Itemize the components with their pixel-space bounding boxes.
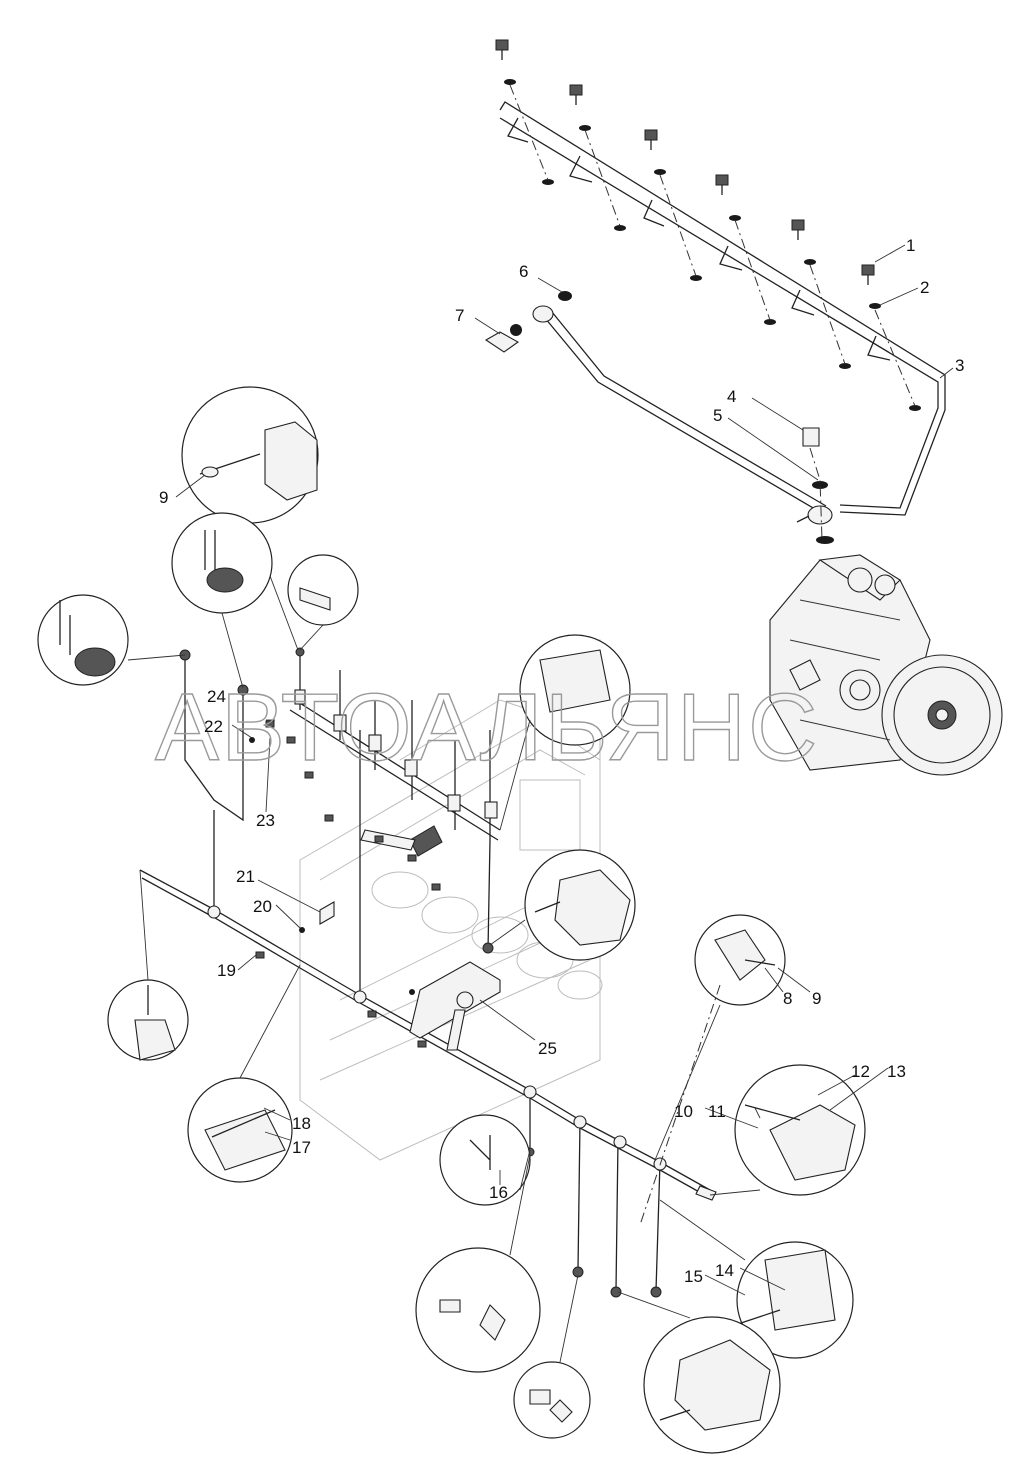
brackets-and-bolts: [249, 720, 501, 1051]
fuel-rail: [495, 39, 946, 516]
callout-16: 16: [489, 1183, 508, 1202]
detail-pump-valve: [489, 849, 636, 961]
callout-8: 8: [783, 989, 792, 1008]
callout-14: 14: [715, 1261, 734, 1280]
main-harness: [139, 810, 717, 1298]
callout-20: 20: [253, 897, 272, 916]
detail-sensor-plug: [415, 1154, 541, 1373]
callout-12: 12: [851, 1062, 870, 1081]
callout-15: 15: [684, 1267, 703, 1286]
callout-4: 4: [727, 387, 736, 406]
detail-ecu: [499, 634, 631, 831]
rail-clamp-bolts: [495, 39, 875, 285]
detail-throttle: [709, 1064, 866, 1196]
callout-7: 7: [455, 306, 464, 325]
detail-sensor-left: [107, 869, 189, 1061]
callout-24: 24: [207, 687, 226, 706]
callout-numbers: 1 2 3 4 5 6 7 8 9 9 10 11 12 13 14 15 16…: [159, 236, 964, 1286]
callout-21: 21: [236, 867, 255, 886]
callout-11: 11: [708, 1102, 726, 1121]
callout-5: 5: [713, 406, 722, 425]
callout-18: 18: [292, 1114, 311, 1133]
detail-flange: [187, 964, 301, 1183]
upper-harness: [179, 647, 501, 954]
watermark-text: АВТОАЛЬЯНС: [155, 674, 819, 781]
detail-views: [37, 386, 866, 1454]
detail-sensor-top: [181, 386, 319, 651]
callout-1: 1: [906, 236, 915, 255]
detail-sensor-coil-b: [37, 594, 186, 686]
detail-sensor-small: [287, 554, 359, 651]
detail-plug-small: [513, 1274, 591, 1439]
callout-25: 25: [538, 1039, 557, 1058]
callout-13: 13: [887, 1062, 906, 1081]
injector-loops: [507, 117, 891, 361]
callout-22: 22: [204, 717, 223, 736]
callout-2: 2: [920, 278, 929, 297]
callout-6: 6: [519, 262, 528, 281]
callout-9-top: 9: [159, 488, 168, 507]
callout-3: 3: [955, 356, 964, 375]
fuel-pump-assembly: [769, 554, 1003, 776]
callout-17: 17: [292, 1138, 311, 1157]
leader-lines: [175, 244, 954, 1296]
callout-19: 19: [217, 961, 236, 980]
detail-ecu-lower: [659, 1199, 854, 1359]
callout-9-right: 9: [812, 989, 821, 1008]
callout-10: 10: [674, 1102, 693, 1121]
feed-pipe: [484, 291, 834, 544]
rail-washers: [504, 79, 921, 411]
detail-fuel-pump-lower: [617, 1291, 781, 1454]
callout-23: 23: [256, 811, 275, 830]
detail-sensor-16: [439, 1114, 531, 1206]
detail-sensor-coil-a: [171, 512, 273, 689]
rail-center-lines: [509, 84, 916, 407]
